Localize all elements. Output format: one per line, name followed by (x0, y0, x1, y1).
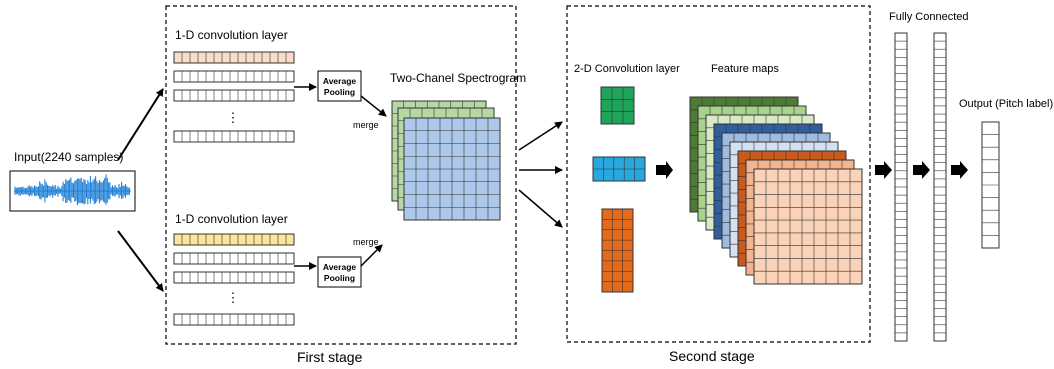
bottom-ellipsis: ⋮ (227, 290, 240, 305)
top-filter-row-frame (173, 51, 295, 64)
bottom-merge-label: merge (353, 237, 379, 247)
top-ellipsis: ⋮ (227, 110, 240, 125)
bottom-conv-filters (173, 233, 295, 326)
spectrogram-to-kernel-3-arrow (518, 189, 563, 228)
top-filter-row (173, 130, 295, 143)
bottom-conv-label: 1-D convolution layer (175, 212, 288, 226)
top-filter-row (173, 89, 295, 102)
bottom-filter-row-frame (173, 252, 295, 265)
kernel-square (600, 86, 635, 125)
top-pooling-label-2: Pooling (324, 87, 355, 97)
first-stage-box (165, 5, 517, 345)
bottom-filter-row (173, 252, 295, 265)
feature-maps-label: Feature maps (711, 63, 779, 75)
top-filter-row-frame (173, 89, 295, 102)
kernel-horizontal (592, 156, 646, 182)
output-label: Output (Pitch label) (959, 98, 1053, 110)
bottom-filter-row-frame (173, 233, 295, 246)
top-filter-row (173, 51, 295, 64)
fc1-cell (894, 32, 908, 342)
fully-connected-layer-2 (933, 32, 947, 342)
output-cell (981, 121, 1000, 249)
top-pooling-label-1: Average (323, 76, 357, 86)
top-conv-label: 1-D convolution layer (175, 28, 288, 42)
fully-connected-layer-1 (894, 32, 908, 342)
spectrogram-label: Two-Chanel Spectrogram (390, 71, 526, 85)
top-average-pooling-box (317, 70, 362, 102)
spectrogram-to-kernel-1-arrow (518, 121, 563, 151)
fc2-to-output-arrow (951, 161, 968, 179)
bottom-filter-row-frame (173, 271, 295, 284)
kernel-vertical (601, 208, 634, 293)
input-to-top-branch-arrow (117, 88, 164, 161)
top-filter-row-frame (173, 130, 295, 143)
top-filter-row-frame (173, 70, 295, 83)
feature-maps-to-fc-arrow (875, 161, 892, 179)
bottom-pooling-label-2: Pooling (324, 273, 355, 283)
feature-maps-stack (689, 96, 863, 285)
kernels-to-feature-maps-arrow (656, 161, 673, 179)
top-filter-row (173, 70, 295, 83)
second-stage-box (566, 5, 871, 343)
spectrogram-channel-front (403, 117, 501, 221)
second-stage-title: Second stage (669, 348, 755, 364)
bottom-filter-row (173, 313, 295, 326)
bottom-filter-row (173, 271, 295, 284)
conv2d-kernels (592, 86, 646, 293)
bottom-filter-row (173, 233, 295, 246)
top-pooling-to-spectrogram-arrow (360, 95, 387, 117)
fc2-cell (933, 32, 947, 342)
top-merge-label: merge (353, 120, 379, 130)
input-label: Input(2240 samples) (14, 150, 123, 164)
top-conv-filters (173, 51, 295, 143)
bottom-pooling-to-spectrogram-arrow (360, 244, 383, 267)
waveform-icon (14, 174, 131, 206)
bottom-pooling-label-1: Average (323, 262, 357, 272)
output-vector (981, 121, 1000, 249)
conv2d-label: 2-D Convolution layer (574, 63, 680, 75)
fully-connected-label: Fully Connected (889, 11, 969, 23)
input-to-bottom-branch-arrow (117, 230, 164, 292)
bottom-average-pooling-box (317, 256, 362, 288)
fc1-to-fc2-arrow (913, 161, 930, 179)
first-stage-title: First stage (297, 349, 363, 365)
bottom-filter-row-frame (173, 313, 295, 326)
kernel-square-frame (600, 86, 635, 125)
two-channel-spectrogram (391, 100, 501, 221)
feature-map-layer (753, 168, 863, 285)
feature-map-layer-frame (753, 168, 863, 285)
